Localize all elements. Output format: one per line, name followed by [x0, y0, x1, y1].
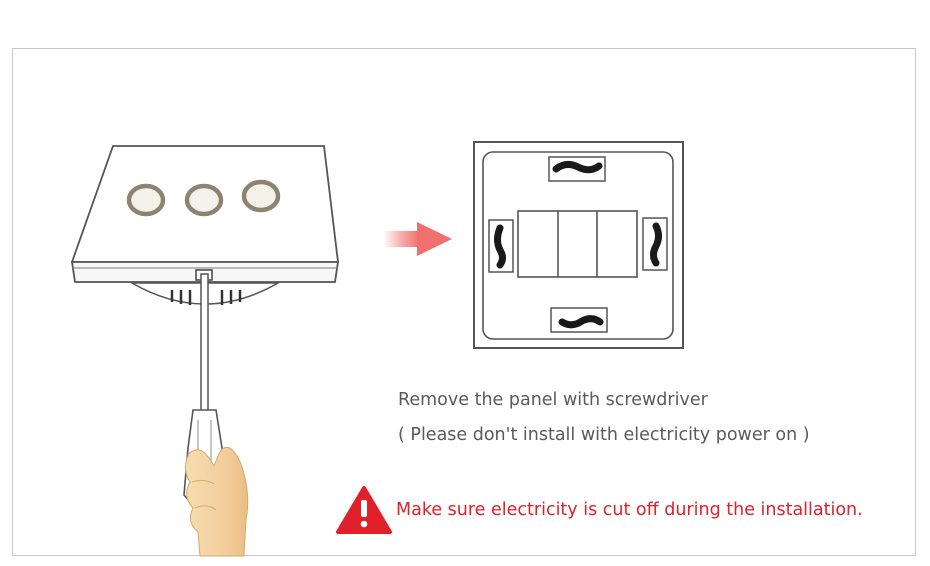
back-box-vents [170, 290, 242, 305]
switch-module [517, 210, 638, 278]
screwdriver-shaft [200, 273, 209, 413]
touch-button-1 [126, 183, 166, 217]
instruction-line-2: ( Please don't install with electricity … [398, 425, 810, 445]
mounting-plate [473, 141, 684, 349]
warning-triangle-icon [336, 486, 392, 534]
touch-buttons [126, 179, 281, 217]
warning-icon-spacer [338, 510, 390, 511]
touch-switch-panel [70, 145, 340, 305]
hand-shape [184, 446, 249, 557]
warning-notice: Make sure electricity is cut off during … [338, 486, 863, 534]
diagram-frame [12, 48, 916, 556]
touch-button-3 [241, 179, 281, 213]
touch-button-2 [184, 183, 224, 217]
hand [184, 446, 249, 557]
instruction-line-1: Remove the panel with screwdriver [398, 390, 708, 410]
warning-text: Make sure electricity is cut off during … [396, 500, 863, 520]
arrow-icon [383, 222, 452, 256]
